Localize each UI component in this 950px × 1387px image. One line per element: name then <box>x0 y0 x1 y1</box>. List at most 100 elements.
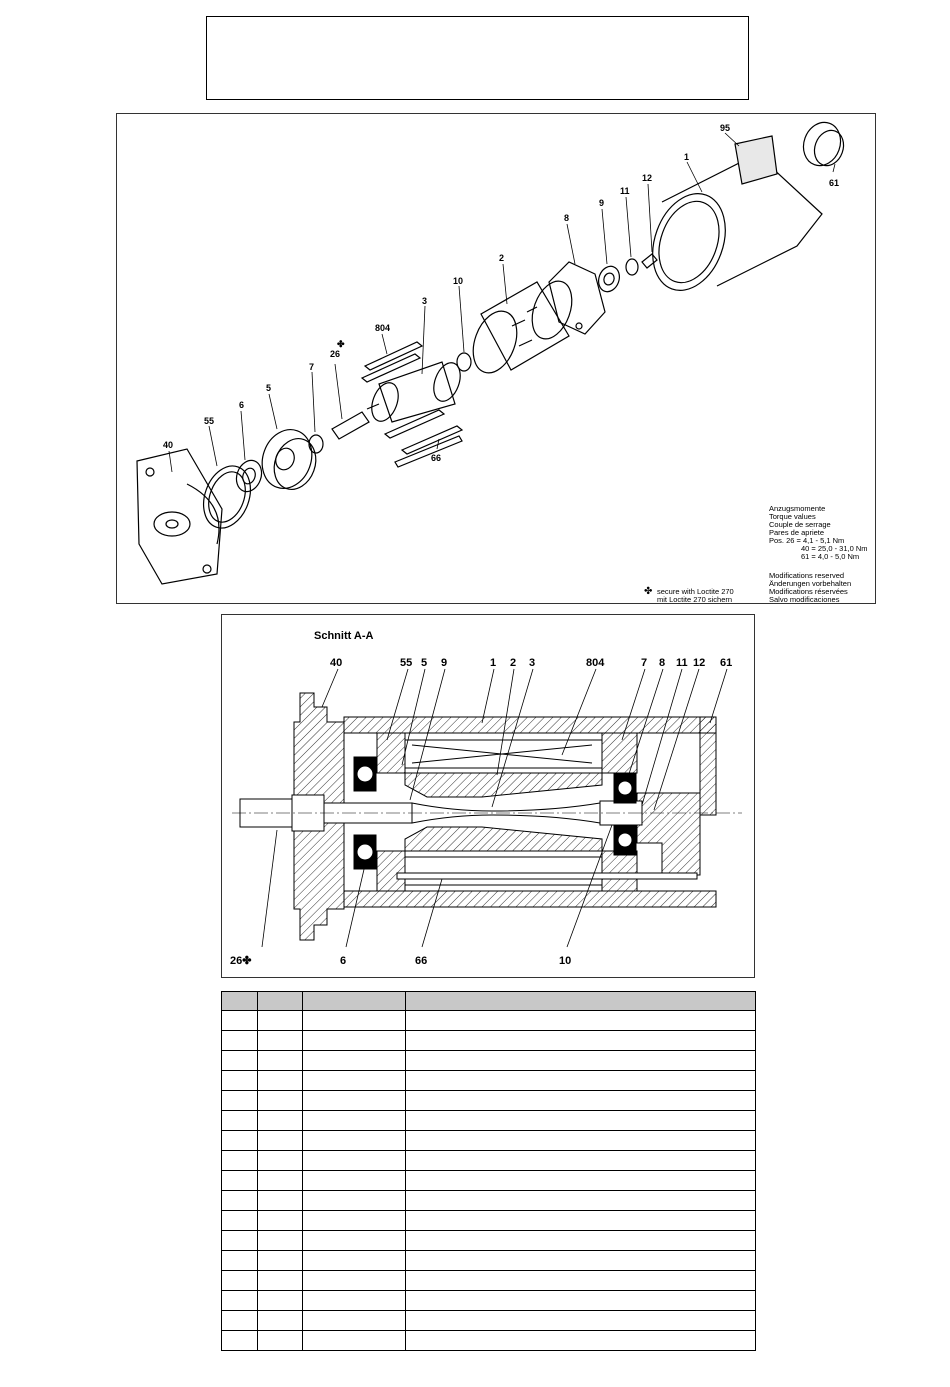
section-label-7: 7 <box>641 657 647 669</box>
part-label-6: 6 <box>239 400 244 410</box>
table-row <box>221 1030 756 1051</box>
section-label-2: 2 <box>510 657 516 669</box>
section-view-drawing: Schnitt A-A <box>230 630 742 967</box>
loctite-note-symbol: ✤ <box>644 586 652 597</box>
table-row <box>221 1090 756 1111</box>
table-cell <box>257 1170 303 1191</box>
table-cell <box>405 1230 756 1251</box>
part-label-5: 5 <box>266 383 271 393</box>
table-cell <box>257 1290 303 1311</box>
section-label-8: 8 <box>659 657 665 669</box>
torque-line-61: 61 = 4,0 - 5,0 Nm <box>801 552 859 561</box>
table-cell <box>221 1230 258 1251</box>
table-cell <box>302 1010 406 1031</box>
part-label-61: 61 <box>829 178 839 188</box>
table-cell <box>302 1190 406 1211</box>
table-row <box>221 1190 756 1211</box>
table-cell <box>302 1310 406 1331</box>
section-label-9: 9 <box>441 657 447 669</box>
section-label-66: 66 <box>415 955 427 967</box>
table-cell <box>302 1090 406 1111</box>
table-cell <box>257 1030 303 1051</box>
table-cell <box>405 1170 756 1191</box>
section-label-12: 12 <box>693 657 705 669</box>
table-header-cell <box>257 991 303 1011</box>
table-cell <box>221 1250 258 1271</box>
section-label-40: 40 <box>330 657 342 669</box>
table-cell <box>221 1310 258 1331</box>
table-row <box>221 1010 756 1031</box>
table-cell <box>257 1110 303 1131</box>
table-row <box>221 1210 756 1231</box>
table-cell <box>302 1150 406 1171</box>
table-cell <box>257 1070 303 1091</box>
section-label-6: 6 <box>340 955 346 967</box>
table-cell <box>405 1130 756 1151</box>
part-label-95: 95 <box>720 123 730 133</box>
table-cell <box>405 1210 756 1231</box>
table-cell <box>257 1010 303 1031</box>
section-label-5: 5 <box>421 657 427 669</box>
table-cell <box>257 1310 303 1331</box>
loctite-note-en: secure with Loctite 270 <box>657 587 734 596</box>
torque-line-26: Pos. 26 = 4,1 - 5,1 Nm <box>769 536 844 545</box>
table-cell <box>405 1110 756 1131</box>
table-cell <box>302 1270 406 1291</box>
loctite-symbol: ✤ <box>337 339 345 349</box>
table-cell <box>405 1310 756 1331</box>
section-view-panel: Schnitt A-A <box>221 614 755 978</box>
table-row <box>221 1270 756 1291</box>
table-header-cell <box>302 991 406 1011</box>
table-cell <box>221 1030 258 1051</box>
modifications-es: Salvo modificaciones <box>769 595 840 604</box>
part-label-7: 8 <box>564 213 569 223</box>
table-cell <box>221 1270 258 1291</box>
modifications-de: Änderungen vorbehalten <box>769 579 851 588</box>
part-label-9: 7 <box>309 362 314 372</box>
table-row <box>221 1310 756 1331</box>
torque-heading-de: Anzugsmomente <box>769 504 825 513</box>
table-cell <box>405 1290 756 1311</box>
table-cell <box>257 1150 303 1171</box>
table-cell <box>257 1090 303 1111</box>
table-cell <box>302 1230 406 1251</box>
exploded-view-drawing: 40 55 6 5 7 ✤ 26 804 3 10 2 8 9 11 12 1 … <box>136 121 868 604</box>
part-label-66: 66 <box>431 453 441 463</box>
table-row <box>221 1070 756 1091</box>
table-cell <box>257 1210 303 1231</box>
table-cell <box>405 1270 756 1291</box>
table-cell <box>302 1290 406 1311</box>
section-label-10: 10 <box>559 955 571 967</box>
loctite-note-de: mit Loctite 270 sichern <box>657 595 732 604</box>
part-label-804: 804 <box>375 323 390 333</box>
table-cell <box>257 1230 303 1251</box>
part-label-3: 3 <box>422 296 427 306</box>
part-label-12: 12 <box>642 173 652 183</box>
table-cell <box>221 1170 258 1191</box>
table-row <box>221 1110 756 1131</box>
part-label-26: 26 <box>330 349 340 359</box>
table-cell <box>302 1170 406 1191</box>
table-cell <box>302 1250 406 1271</box>
modifications-en: Modifications reserved <box>769 571 844 580</box>
section-label-3: 3 <box>529 657 535 669</box>
table-cell <box>257 1250 303 1271</box>
section-label-55: 55 <box>400 657 412 669</box>
torque-heading-en: Torque values <box>769 512 816 521</box>
table-cell <box>221 1210 258 1231</box>
section-label-26: 26✤ <box>230 955 251 967</box>
table-cell <box>221 1190 258 1211</box>
table-cell <box>405 1090 756 1111</box>
table-header-cell <box>405 991 756 1011</box>
table-cell <box>405 1190 756 1211</box>
section-label-11: 11 <box>676 657 688 669</box>
table-cell <box>302 1030 406 1051</box>
parts-table-body <box>221 1010 756 1351</box>
table-cell <box>221 1070 258 1091</box>
table-cell <box>221 1290 258 1311</box>
table-cell <box>221 1050 258 1071</box>
table-cell <box>405 1070 756 1091</box>
table-cell <box>257 1050 303 1071</box>
part-label-1: 1 <box>684 152 689 162</box>
table-row <box>221 1130 756 1151</box>
